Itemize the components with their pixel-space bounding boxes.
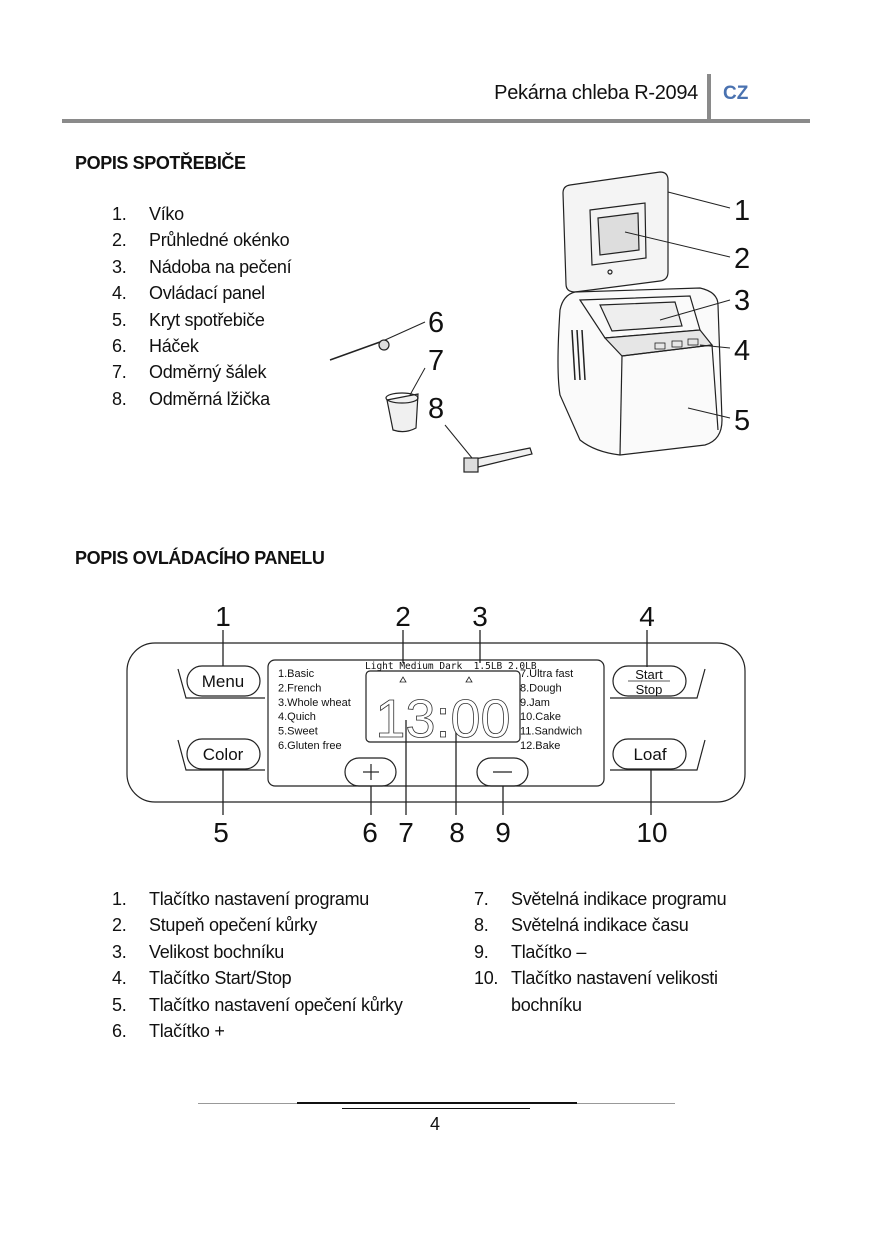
program-label: 4.Quich bbox=[278, 711, 316, 723]
bread-maker-illustration bbox=[329, 171, 731, 473]
control-panel-diagram bbox=[126, 630, 746, 815]
program-label: 2.French bbox=[278, 682, 321, 694]
list-item-number: 1. bbox=[112, 889, 127, 909]
list-item-label: Tlačítko nastavení opečení kůrky bbox=[149, 994, 403, 1015]
callout-5: 5 bbox=[734, 405, 750, 437]
header-rule bbox=[62, 119, 810, 123]
list-item-label: Nádoba na pečení bbox=[149, 256, 292, 277]
panel-callout-1: 1 bbox=[215, 601, 231, 632]
program-label: 6.Gluten free bbox=[278, 740, 342, 752]
list-item-label: Tlačítko nastavení velikosti bbox=[511, 968, 718, 989]
program-label: 12.Bake bbox=[520, 740, 560, 752]
footer-rule-short bbox=[342, 1108, 530, 1109]
panel-callout-3: 3 bbox=[472, 601, 488, 632]
panel-callout-4: 4 bbox=[639, 601, 655, 632]
color-button-label: Color bbox=[203, 745, 244, 764]
appliance-callouts: 1 2 3 4 5 6 7 8 bbox=[428, 195, 750, 437]
list-item-label: Ovládací panel bbox=[149, 283, 265, 304]
program-label: 11.Sandwich bbox=[520, 726, 582, 738]
callout-3: 3 bbox=[734, 285, 750, 317]
page-number: 4 bbox=[430, 1114, 441, 1134]
program-label: 1.Basic bbox=[278, 668, 315, 680]
program-label: 7.Ultra fast bbox=[520, 668, 573, 680]
program-label: 8.Dough bbox=[520, 682, 562, 694]
callout-4: 4 bbox=[734, 335, 750, 367]
language-code: CZ bbox=[723, 83, 749, 104]
panel-callout-7: 7 bbox=[398, 817, 414, 848]
list-item-number: 2. bbox=[112, 230, 127, 251]
callout-1: 1 bbox=[734, 195, 750, 227]
footer-rule-thick bbox=[297, 1102, 577, 1104]
color-size-labels: Light Medium Dark 1.5LB 2.0LB bbox=[365, 661, 537, 672]
list-item-label: Háček bbox=[149, 336, 199, 356]
start-label: Start bbox=[635, 667, 663, 682]
list-item-number: 4. bbox=[112, 968, 127, 989]
list-item-label: Odměrná lžička bbox=[149, 388, 270, 409]
list-item-label: bochníku bbox=[511, 994, 582, 1015]
list-item-number: 10. bbox=[474, 968, 499, 989]
list-item-number: 8. bbox=[474, 915, 489, 936]
list-item-number: 5. bbox=[112, 994, 127, 1015]
section-title-control-panel: POPIS OVLÁDACÍHO PANELU bbox=[75, 548, 325, 568]
list-item-label: Světelná indikace programu bbox=[511, 889, 727, 909]
display-time: 13:00 bbox=[375, 689, 510, 749]
list-item-number: 6. bbox=[112, 1021, 127, 1041]
list-item-label: Tlačítko nastavení programu bbox=[149, 889, 370, 909]
list-item-number: 7. bbox=[112, 362, 127, 383]
list-item-label: Světelná indikace času bbox=[511, 915, 689, 936]
list-item-label: Tlačítko + bbox=[149, 1021, 225, 1041]
start-stop-button-shape bbox=[612, 665, 687, 697]
callout-8: 8 bbox=[428, 393, 444, 425]
panel-callout-6: 6 bbox=[362, 817, 378, 848]
list-item-label: Kryt spotřebiče bbox=[149, 309, 265, 330]
list-item-number: 2. bbox=[112, 915, 127, 936]
program-label: 9.Jam bbox=[520, 697, 550, 709]
list-item-number: 9. bbox=[474, 941, 489, 962]
list-item-label: Průhledné okénko bbox=[149, 230, 290, 251]
stop-label: Stop bbox=[636, 682, 663, 697]
list-item-label: Tlačítko Start/Stop bbox=[149, 968, 292, 989]
list-item-number: 3. bbox=[112, 941, 127, 962]
panel-callout-9: 9 bbox=[495, 817, 511, 848]
list-item-number: 4. bbox=[112, 283, 127, 304]
list-item-label: Víko bbox=[149, 204, 184, 224]
list-item-number: 3. bbox=[112, 256, 127, 277]
list-item-number: 8. bbox=[112, 388, 127, 409]
list-item-label: Stupeň opečení kůrky bbox=[149, 915, 318, 936]
list-item-label: Odměrný šálek bbox=[149, 362, 267, 383]
header-divider bbox=[707, 74, 711, 120]
program-label: 3.Whole wheat bbox=[278, 697, 351, 709]
list-item-number: 5. bbox=[112, 309, 127, 330]
program-label: 10.Cake bbox=[520, 711, 561, 723]
callout-2: 2 bbox=[734, 243, 750, 275]
panel-callout-10: 10 bbox=[636, 817, 667, 848]
list-item-number: 6. bbox=[112, 336, 127, 356]
panel-callout-8: 8 bbox=[449, 817, 465, 848]
list-item-label: Velikost bochníku bbox=[149, 941, 284, 962]
callout-7: 7 bbox=[428, 345, 444, 377]
loaf-button-shape bbox=[612, 738, 687, 770]
section-title-appliance: POPIS SPOTŘEBIČE bbox=[75, 153, 246, 173]
list-item-number: 7. bbox=[474, 889, 489, 909]
panel-callout-5: 5 bbox=[213, 817, 229, 848]
loaf-button-label: Loaf bbox=[633, 745, 666, 764]
document-title: Pekárna chleba R-2094 bbox=[494, 82, 698, 104]
panel-callout-2: 2 bbox=[395, 601, 411, 632]
menu-button-label: Menu bbox=[202, 672, 245, 691]
list-item-number: 1. bbox=[112, 204, 127, 224]
program-label: 5.Sweet bbox=[278, 726, 318, 738]
list-item-label: Tlačítko – bbox=[511, 941, 587, 962]
callout-6: 6 bbox=[428, 307, 444, 339]
